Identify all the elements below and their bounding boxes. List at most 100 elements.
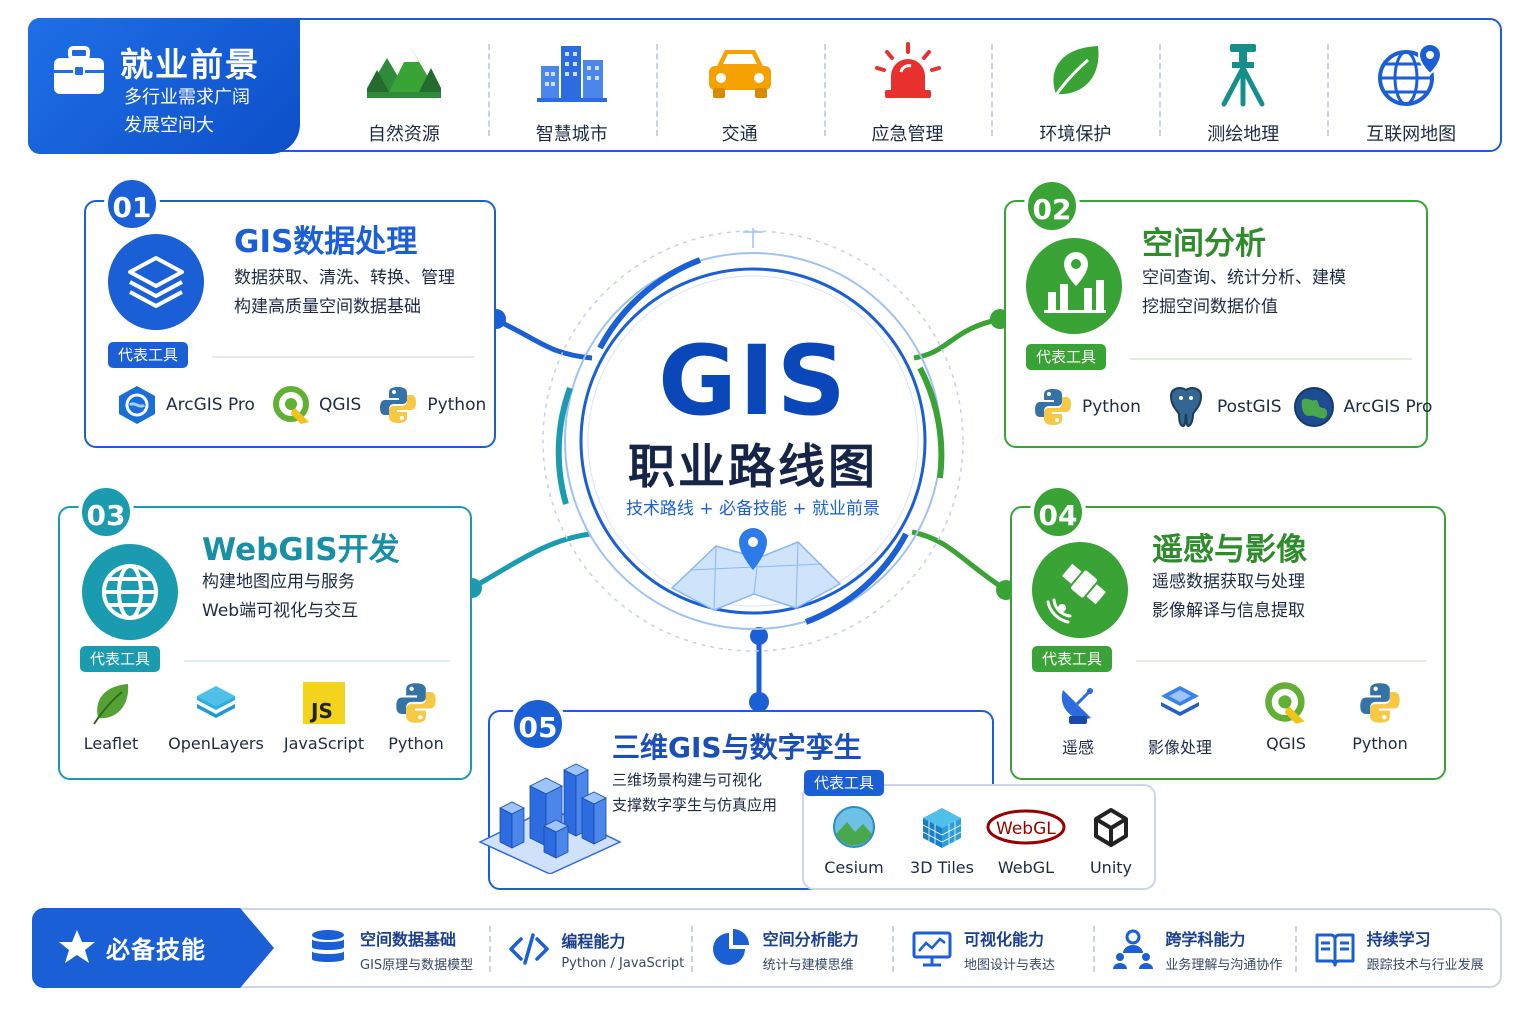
module-description: 遥感数据获取与处理 影像解译与信息提取 [1152, 568, 1305, 626]
tool-openlayers: OpenLayers [162, 680, 270, 753]
skill-interdisciplinary: 跨学科能力业务理解与沟通协作 [1093, 916, 1294, 982]
image-layers-icon [1161, 686, 1199, 716]
tool-label: Cesium [824, 858, 884, 877]
satellite-dish-icon [1061, 688, 1093, 724]
skill-title: 空间分析能力 [762, 929, 859, 949]
postgis-elephant-icon [1169, 387, 1202, 428]
skill-title: 空间数据基础 [360, 929, 457, 949]
industry-label: 环境保护 [1039, 124, 1112, 145]
layers-icon [108, 234, 204, 330]
module-title: 遥感与影像 [1152, 532, 1307, 568]
module-number: 03 [78, 484, 134, 540]
python-icon [396, 683, 436, 723]
industry-label: 互联网地图 [1366, 124, 1457, 145]
book-icon [1315, 933, 1355, 967]
tool-label: Python [388, 734, 444, 753]
python-icon [1360, 683, 1400, 723]
skill-spatial-analysis: 空间分析能力统计与建模思维 [690, 916, 892, 982]
alarm-light-icon [874, 42, 941, 98]
module-description: 三维场景构建与可视化 支撑数字孪生与仿真应用 [612, 768, 777, 818]
divider [184, 660, 450, 662]
tool-label: Python [427, 395, 487, 415]
skill-title: 持续学习 [1366, 929, 1431, 949]
svg-text:WebGL: WebGL [996, 819, 1056, 839]
tool-cesium: Cesium [816, 804, 892, 877]
career-sub-line-1: 多行业需求广阔 [124, 87, 250, 108]
code-icon [509, 933, 550, 965]
city-buildings-icon [536, 46, 607, 102]
module-title: GIS数据处理 [234, 224, 418, 260]
tool-python: Python [378, 680, 454, 753]
industry-emergency: 应急管理 [823, 36, 992, 146]
webgl-logo-icon: WebGL [986, 809, 1066, 845]
divider [1136, 660, 1426, 662]
tool-label: ArcGIS Pro [166, 395, 255, 415]
skill-desc: Python / JavaScript [561, 955, 685, 971]
car-icon [708, 50, 771, 98]
industry-label: 自然资源 [367, 124, 440, 145]
module-description: 空间查询、统计分析、建模 挖掘空间数据价值 [1142, 264, 1346, 322]
tools-tag: 代表工具 [108, 342, 189, 368]
desc-line-2: 影像解译与信息提取 [1152, 601, 1305, 621]
star-icon [59, 930, 95, 963]
desc-line-1: 构建地图应用与服务 [202, 572, 355, 592]
tool-python: Python [1340, 680, 1420, 758]
industry-label: 测绘地理 [1207, 124, 1280, 145]
survey-tripod-icon [1221, 44, 1265, 107]
career-title: 就业前景 [120, 45, 260, 84]
module-title: 三维GIS与数字孪生 [612, 731, 862, 764]
module-card-03: 03 WebGIS开发 构建地图应用与服务 Web端可视化与交互 代表工具 Le… [58, 484, 472, 780]
desc-line-2: 构建高质量空间数据基础 [234, 297, 421, 317]
industry-smart-city: 智慧城市 [487, 36, 656, 146]
divider [1130, 358, 1412, 360]
module-title: 空间分析 [1142, 226, 1266, 262]
arcgis-globe-icon [1294, 387, 1335, 427]
arcgis-pro-icon [119, 386, 155, 424]
tool-postgis: PostGIS [1163, 384, 1282, 430]
module-number: 05 [510, 696, 566, 752]
tool-list: Leaflet OpenLayers JS JavaScript Python [74, 680, 454, 753]
center-roadmap-title: 职业路线图 [628, 440, 878, 495]
module-card-04: 04 遥感与影像 遥感数据获取与处理 影像解译与信息提取 代表工具 遥感 影像处… [1010, 484, 1446, 780]
industry-natural-resources: 自然资源 [320, 36, 488, 146]
team-icon [1113, 929, 1154, 969]
python-icon [380, 387, 417, 423]
unity-icon [1094, 808, 1128, 847]
desc-line-2: 挖掘空间数据价值 [1142, 297, 1278, 317]
module-card-02: 02 空间分析 空间查询、统计分析、建模 挖掘空间数据价值 代表工具 Pytho… [1004, 178, 1432, 448]
tool-list: Cesium 3D Tiles WebGL WebGL Unity [816, 804, 1146, 877]
industry-transport: 交通 [655, 36, 824, 146]
python-icon [1035, 389, 1071, 425]
tool-image-processing: 影像处理 [1128, 680, 1232, 758]
tool-list: ArcGIS Pro QGIS Python [116, 384, 486, 426]
module-number: 01 [104, 176, 160, 232]
industry-surveying: 测绘地理 [1159, 36, 1327, 146]
analysis-pin-icon [1026, 238, 1122, 334]
tools-tag: 代表工具 [1032, 646, 1113, 672]
skill-desc: 业务理解与沟通协作 [1165, 957, 1283, 973]
tool-label: 影像处理 [1147, 738, 1212, 757]
tool-javascript: JS JavaScript [272, 680, 376, 753]
center-gis-title: GIS [658, 325, 848, 437]
career-header: 就业前景 多行业需求广阔 发展空间大 [28, 18, 300, 154]
tool-label: PostGIS [1216, 397, 1282, 417]
tools-tag: 代表工具 [1026, 344, 1107, 370]
tool-remote-sensing: 遥感 [1040, 680, 1116, 758]
tool-label: Leaflet [83, 734, 139, 753]
tool-label: JavaScript [283, 734, 365, 753]
tool-qgis: QGIS [271, 384, 361, 426]
skill-desc: GIS原理与数据模型 [360, 957, 474, 973]
tool-label: Python [1082, 397, 1141, 417]
tool-label: 3D Tiles [910, 858, 974, 877]
globe-pin-icon [1378, 42, 1443, 106]
divider [212, 356, 474, 358]
skill-title: 跨学科能力 [1165, 929, 1246, 949]
skill-title: 可视化能力 [963, 929, 1044, 949]
tool-label: Python [1352, 734, 1408, 753]
leaflet-icon [93, 684, 129, 725]
module-card-01: 01 GIS数据处理 数据获取、清洗、转换、管理 构建高质量空间数据基础 代表工… [84, 176, 496, 448]
tool-unity: Unity [1076, 804, 1146, 877]
skill-desc: 地图设计与表达 [963, 957, 1055, 973]
tool-list: Python PostGIS ArcGIS Pro [1032, 384, 1432, 430]
